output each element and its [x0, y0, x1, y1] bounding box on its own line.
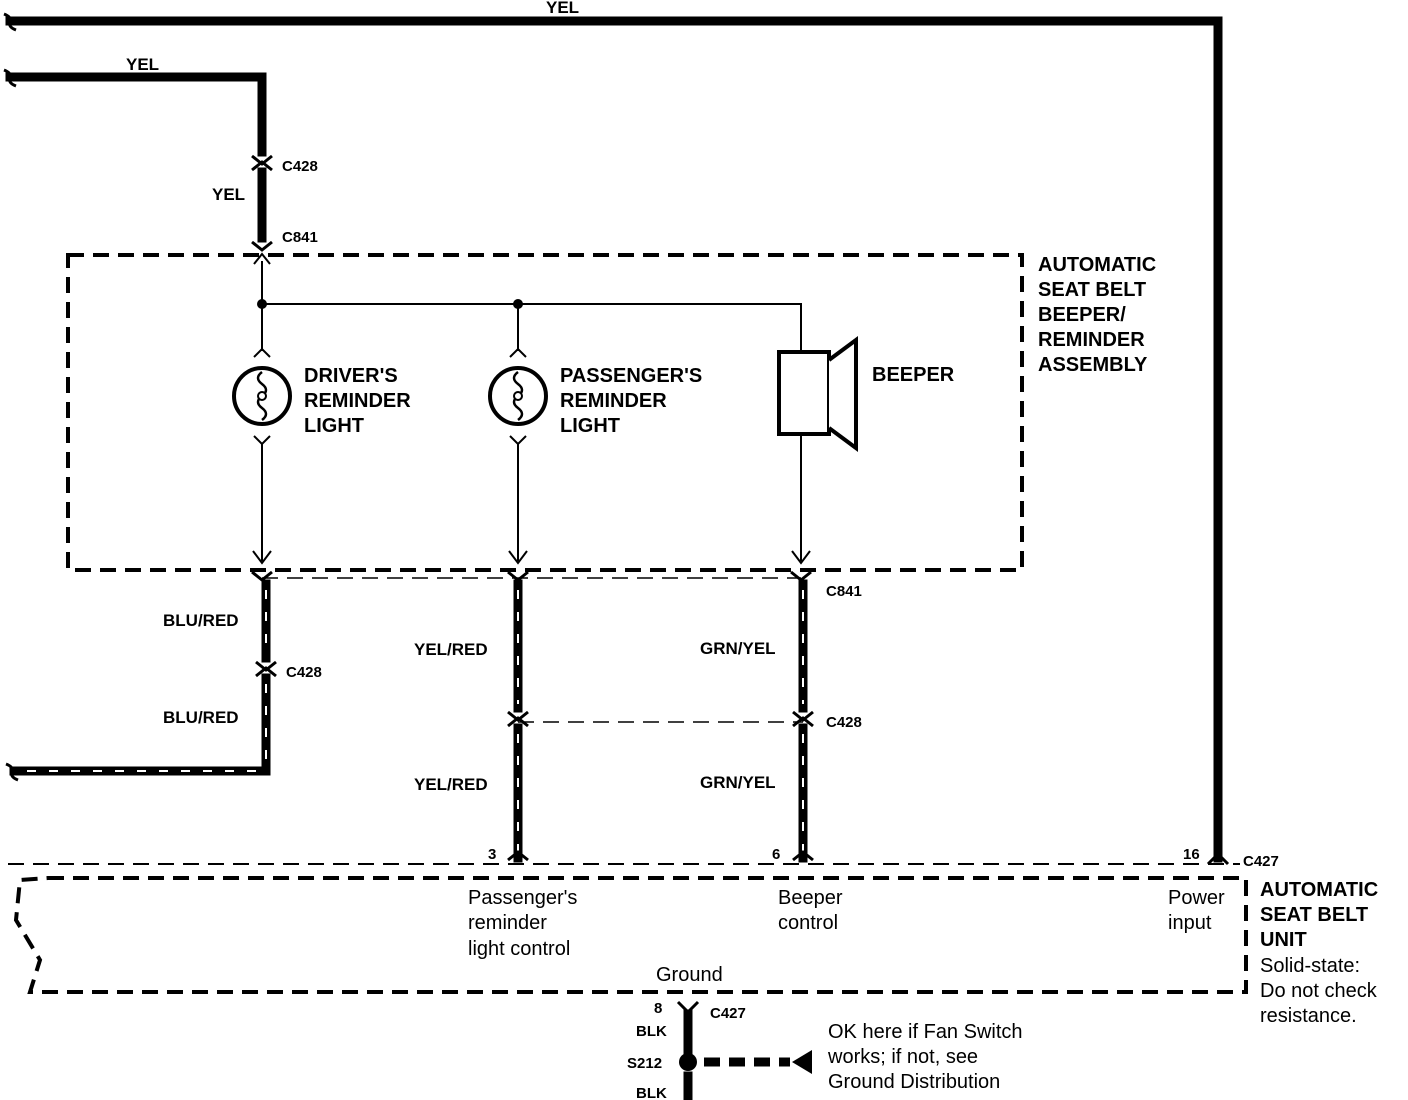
wire-break-icon: [3, 68, 17, 88]
unit-pin-beeper-label: Beeper control: [778, 887, 843, 934]
svg-text:Solid-state:: Solid-state:: [1260, 955, 1360, 977]
pin-power: 16: [1183, 846, 1200, 863]
svg-text:input: input: [1168, 912, 1212, 934]
svg-text:DRIVER'S: DRIVER'S: [304, 365, 398, 387]
passenger-light-label: PASSENGER'S REMINDER LIGHT: [560, 365, 702, 437]
connector-label-c428-top: C428: [282, 158, 318, 175]
wire-label-yel-red-lower: YEL/RED: [414, 775, 488, 794]
wire-top-yel: [3, 12, 1223, 863]
pin-ground: 8: [654, 1000, 662, 1017]
wire-second-yel: [3, 68, 273, 265]
wire-label-top-yel: YEL: [546, 0, 579, 17]
splice-dot-icon: [513, 299, 523, 309]
passenger-reminder-light: [488, 347, 548, 565]
svg-text:ASSEMBLY: ASSEMBLY: [1038, 354, 1148, 376]
splice-label-s212: S212: [627, 1055, 662, 1072]
connector-label-c428-right: C428: [826, 714, 862, 731]
connector-label-c428-left: C428: [286, 664, 322, 681]
unit-pin-passenger-label: Passenger's reminder light control: [468, 887, 577, 960]
svg-text:control: control: [778, 912, 838, 934]
svg-text:Passenger's: Passenger's: [468, 887, 577, 909]
unit-pin-power-label: Power input: [1168, 887, 1225, 934]
wire-label-blk-lower: BLK: [636, 1085, 667, 1100]
svg-text:PASSENGER'S: PASSENGER'S: [560, 365, 702, 387]
svg-text:Ground Distribution: Ground Distribution: [828, 1071, 1000, 1093]
beeper: [777, 336, 858, 565]
connector-label-c427-ground: C427: [710, 1005, 746, 1022]
wire-blu-red: [5, 579, 277, 782]
assembly-boundary: [66, 253, 1024, 572]
svg-text:LIGHT: LIGHT: [304, 415, 364, 437]
connector-c841-bottom-icons: [251, 570, 812, 582]
wire-break-icon: [3, 12, 17, 32]
unit-pin-icons: [507, 850, 1230, 866]
unit-label: AUTOMATIC SEAT BELT UNIT Solid-state: Do…: [1260, 879, 1378, 1027]
svg-text:resistance.: resistance.: [1260, 1005, 1357, 1027]
svg-text:OK here if Fan Switch: OK here if Fan Switch: [828, 1021, 1023, 1043]
svg-text:works; if not, see: works; if not, see: [827, 1046, 978, 1068]
connector-label-c841-top: C841: [282, 229, 318, 246]
wire-grn-yel: [792, 579, 814, 863]
unit-pin-ground-label: Ground: [656, 964, 723, 986]
svg-text:REMINDER: REMINDER: [1038, 329, 1145, 351]
connector-c841-top-icon: [251, 240, 273, 252]
wire-label-blu-red-lower: BLU/RED: [163, 708, 239, 727]
svg-text:AUTOMATIC: AUTOMATIC: [1260, 879, 1378, 901]
svg-text:BEEPER/: BEEPER/: [1038, 304, 1126, 326]
unit-boundary: [13, 876, 1248, 994]
svg-text:AUTOMATIC: AUTOMATIC: [1038, 254, 1156, 276]
wire-label-grn-yel-upper: GRN/YEL: [700, 639, 776, 658]
svg-text:SEAT BELT: SEAT BELT: [1260, 904, 1368, 926]
svg-text:SEAT BELT: SEAT BELT: [1038, 279, 1146, 301]
wire-break-icon: [5, 762, 19, 782]
svg-text:light control: light control: [468, 938, 570, 960]
ground-circuit: [676, 1000, 812, 1100]
svg-text:reminder: reminder: [468, 912, 547, 934]
svg-text:REMINDER: REMINDER: [560, 390, 667, 412]
arrow-left-icon: [792, 1050, 812, 1074]
driver-light-label: DRIVER'S REMINDER LIGHT: [304, 365, 411, 437]
connector-c428-left-icon: [255, 660, 277, 672]
svg-text:Beeper: Beeper: [778, 887, 843, 909]
wire-label-second-yel: YEL: [126, 55, 159, 74]
connector-label-c841-bottom: C841: [826, 583, 862, 600]
assembly-label: AUTOMATIC SEAT BELT BEEPER/ REMINDER ASS…: [1038, 254, 1156, 376]
internal-bus: [257, 261, 802, 351]
splice-s212-icon: [679, 1053, 697, 1071]
pin-passenger: 3: [488, 846, 496, 863]
connector-c428-top-icon: [251, 154, 273, 166]
connector-c428-right-icon: [792, 710, 814, 722]
beeper-label: BEEPER: [872, 364, 955, 386]
svg-text:Do not check: Do not check: [1260, 980, 1378, 1002]
wire-label-yel-vertical: YEL: [212, 185, 245, 204]
connector-label-c427-power: C427: [1243, 853, 1279, 870]
pin-beeper: 6: [772, 846, 780, 863]
wire-label-yel-red-upper: YEL/RED: [414, 640, 488, 659]
wire-yel-red: [507, 579, 529, 863]
svg-text:LIGHT: LIGHT: [560, 415, 620, 437]
splice-dot-icon: [257, 299, 267, 309]
svg-text:UNIT: UNIT: [1260, 929, 1307, 951]
ground-note: OK here if Fan Switch works; if not, see…: [827, 1021, 1023, 1093]
svg-text:Power: Power: [1168, 887, 1225, 909]
svg-text:REMINDER: REMINDER: [304, 390, 411, 412]
speaker-horn-icon: [827, 336, 858, 452]
beeper-body-icon: [777, 350, 831, 436]
wire-label-blk-upper: BLK: [636, 1023, 667, 1040]
wire-label-blu-red-upper: BLU/RED: [163, 611, 239, 630]
wire-label-grn-yel-lower: GRN/YEL: [700, 773, 776, 792]
driver-reminder-light: [232, 347, 292, 565]
